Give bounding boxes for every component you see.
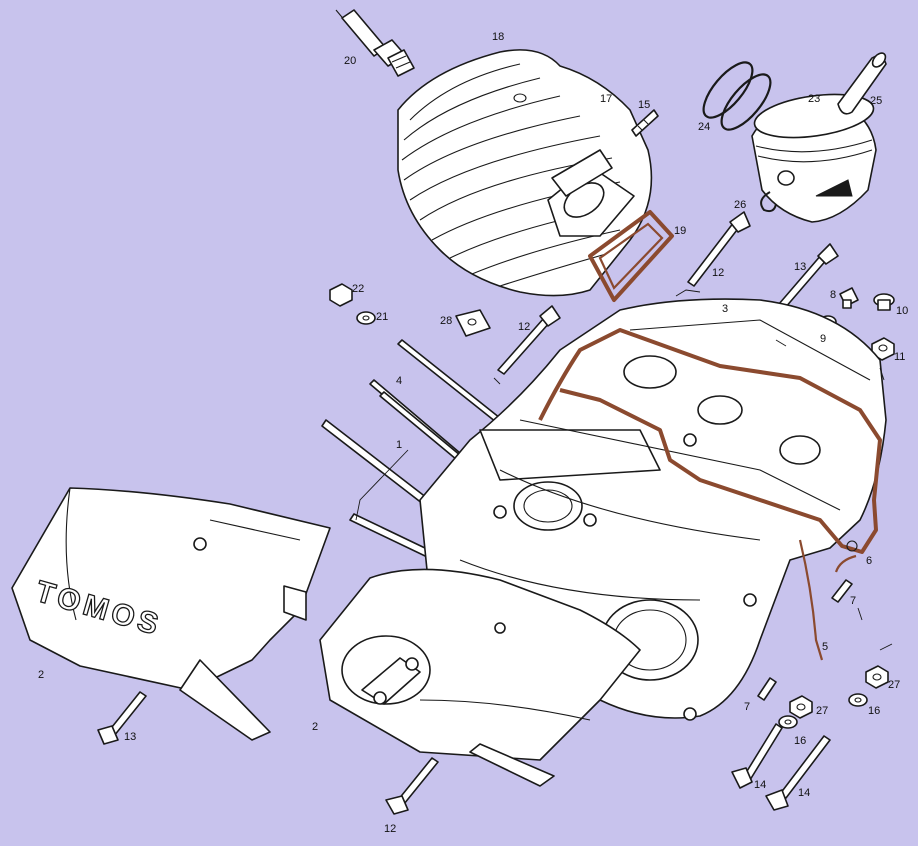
label-7-lower: 7	[744, 701, 750, 713]
bolt-12-mid	[497, 305, 561, 375]
nut-27-left	[789, 695, 813, 719]
gasket-tail	[798, 539, 824, 661]
label-3: 3	[722, 303, 728, 315]
screw-8	[839, 287, 859, 309]
label-2-left: 2	[38, 669, 44, 681]
dowel-pin-upper	[831, 579, 853, 603]
label-13-upper: 13	[794, 261, 806, 273]
label-20: 20	[344, 55, 356, 67]
label-1: 1	[396, 439, 402, 451]
label-8: 8	[830, 289, 836, 301]
washer-21	[356, 311, 376, 325]
spark-plug	[335, 9, 415, 77]
label-28: 28	[440, 315, 452, 327]
label-10: 10	[896, 305, 908, 317]
piston	[751, 93, 877, 223]
bolt-12-lower	[385, 757, 439, 815]
label-19: 19	[674, 225, 686, 237]
cylinder-gasket	[588, 210, 674, 302]
label-18: 18	[492, 31, 504, 43]
label-9: 9	[820, 333, 826, 345]
label-23: 23	[808, 93, 820, 105]
washer-16-left	[778, 715, 798, 729]
right-side-cover	[319, 568, 641, 787]
bolt-12-upper	[687, 211, 751, 287]
washer-16-right	[848, 693, 868, 707]
circlip	[760, 191, 777, 213]
label-12-mid: 12	[518, 321, 530, 333]
label-11: 11	[894, 351, 905, 363]
label-12-upper: 12	[712, 267, 724, 279]
leader-lines	[355, 289, 893, 651]
part-labels: 1 2 2 3 4 5 6 7 7 8 9 10 11 12 12 12 13 …	[38, 31, 908, 835]
crankcase-studs	[321, 339, 501, 567]
crankcase-gasket	[538, 328, 882, 573]
bracket-28	[455, 309, 491, 337]
label-27-right: 27	[888, 679, 900, 691]
label-16-right: 16	[868, 705, 880, 717]
dowel-pin-lower	[757, 677, 777, 701]
label-25: 25	[870, 95, 882, 107]
label-27-left: 27	[816, 705, 828, 717]
cylinder	[397, 49, 653, 297]
label-15: 15	[638, 99, 650, 111]
left-side-cover: TOMOS	[11, 487, 331, 741]
label-21: 21	[376, 311, 388, 323]
piston-pin	[837, 52, 887, 115]
label-4: 4	[396, 375, 402, 387]
label-14-right: 14	[798, 787, 810, 799]
nut-27-right	[865, 665, 889, 689]
label-26: 26	[734, 199, 746, 211]
piston-rings	[702, 61, 772, 131]
stud-15	[631, 109, 659, 137]
bolt-14-right	[765, 735, 831, 811]
label-6: 6	[866, 555, 872, 567]
label-7-upper: 7	[850, 595, 856, 607]
bolt-14-left	[731, 723, 783, 789]
label-12-lower: 12	[384, 823, 396, 835]
label-24: 24	[698, 121, 710, 133]
label-5: 5	[822, 641, 828, 653]
bolt-13-lower	[97, 691, 147, 745]
label-14-left: 14	[754, 779, 766, 791]
plug-screw-10	[873, 293, 895, 311]
label-2-right: 2	[312, 721, 318, 733]
label-16-left: 16	[794, 735, 806, 747]
label-13-lower: 13	[124, 731, 136, 743]
label-17: 17	[600, 93, 612, 105]
label-22: 22	[352, 283, 364, 295]
nut-22	[329, 283, 353, 307]
